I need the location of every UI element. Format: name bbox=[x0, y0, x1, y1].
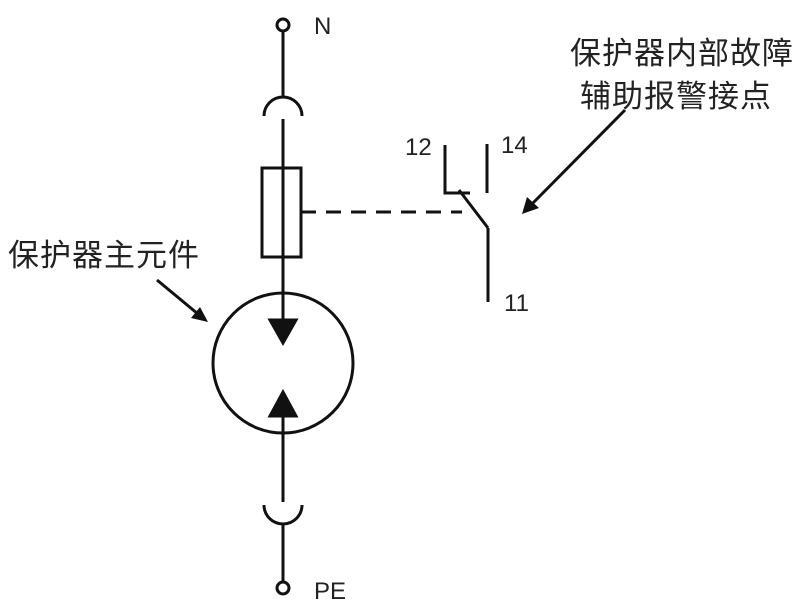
contact-11-label: 11 bbox=[504, 290, 529, 317]
main-element-annotation: 保护器主元件 bbox=[8, 238, 200, 274]
arrow-up bbox=[267, 388, 299, 418]
terminal-pe-label: PE bbox=[314, 578, 347, 605]
arrow-down bbox=[267, 318, 299, 347]
aux-contact-annotation-line2: 辅助报警接点 bbox=[580, 79, 772, 115]
aux-contact-annotation-line1: 保护器内部故障 bbox=[570, 36, 794, 72]
terminal-pe bbox=[275, 580, 291, 596]
contact-12-label: 12 bbox=[405, 134, 432, 161]
contact-12 bbox=[443, 145, 470, 195]
plug-bottom bbox=[262, 504, 304, 526]
terminal-n bbox=[275, 17, 291, 33]
terminal-n-label: N bbox=[314, 13, 332, 40]
plug-top bbox=[262, 95, 304, 117]
pointer-arrow-aux bbox=[522, 108, 627, 214]
contact-14-label: 14 bbox=[501, 132, 528, 159]
switch-blade bbox=[457, 189, 490, 229]
pointer-arrow-main bbox=[156, 278, 208, 322]
